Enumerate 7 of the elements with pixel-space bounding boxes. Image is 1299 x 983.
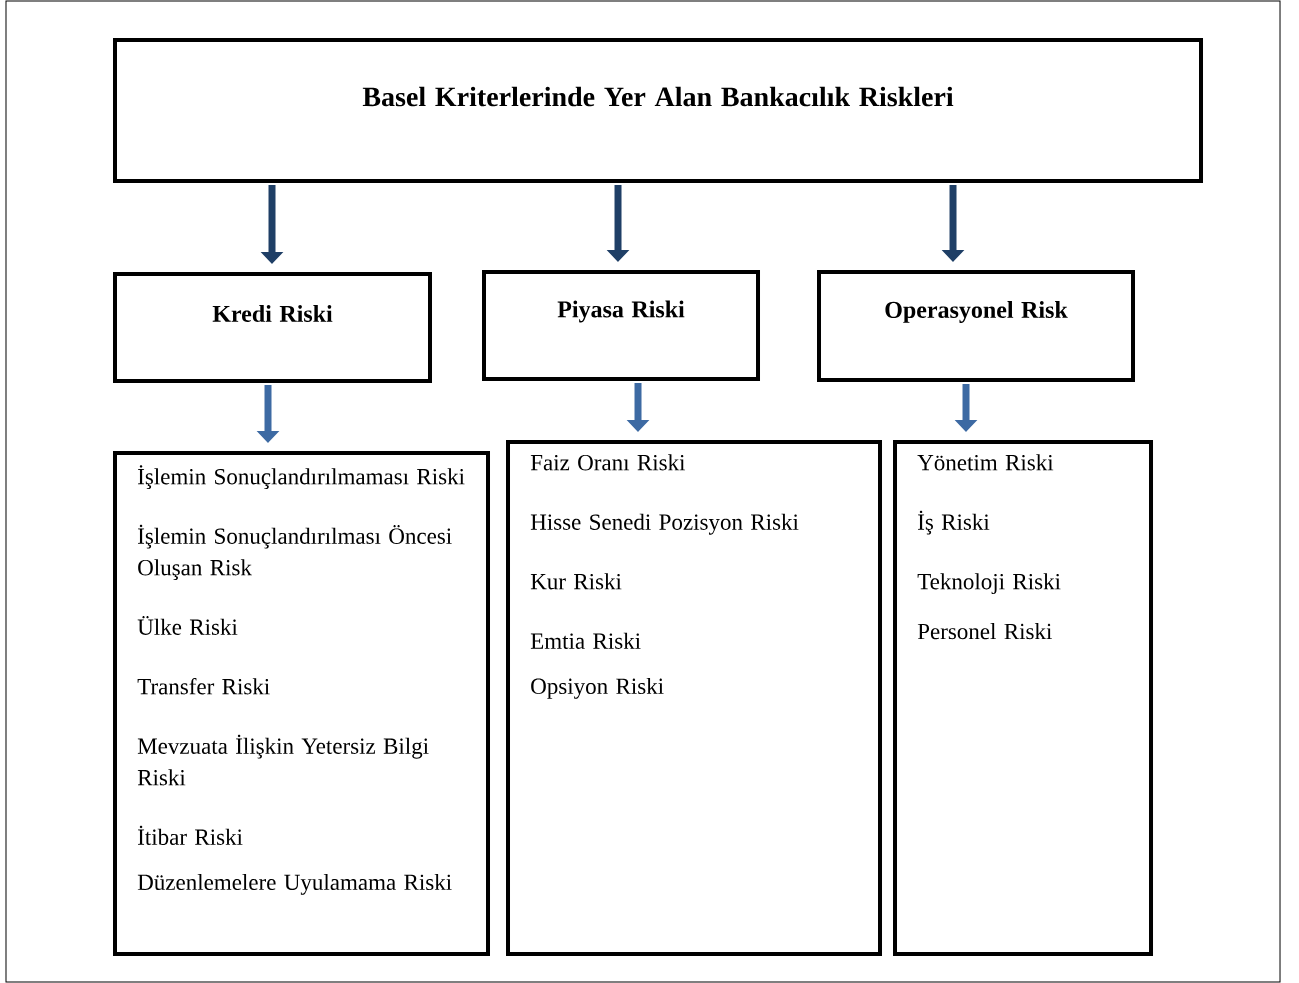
category-box: Kredi Riski [113, 272, 432, 383]
risk-list-box: Yönetim Riski İş Riski Teknoloji Riski Personel Riski [893, 440, 1153, 956]
category-box: Piyasa Riski [482, 270, 760, 381]
title-box: Basel Kriterlerinde Yer Alan Bankacılık Riskleri [113, 38, 1203, 183]
risk-list-box: İşlemin Sonuçlandırılmaması Riski İşlemin Sonuçlandırılması Öncesi Oluşan Risk Ülke Riski Transfer Riski Mevzuata İlişkin Yetersiz Bilgi Riski İtibar Riski Düzenlemelere Uyulamama Riski [113, 451, 490, 956]
risk-list-box: Faiz Oranı Riski Hisse Senedi Pozisyon Riski Kur Riski Emtia Riski Opsiyon Riski [506, 440, 882, 956]
category-box: Operasyonel Risk [817, 270, 1135, 382]
